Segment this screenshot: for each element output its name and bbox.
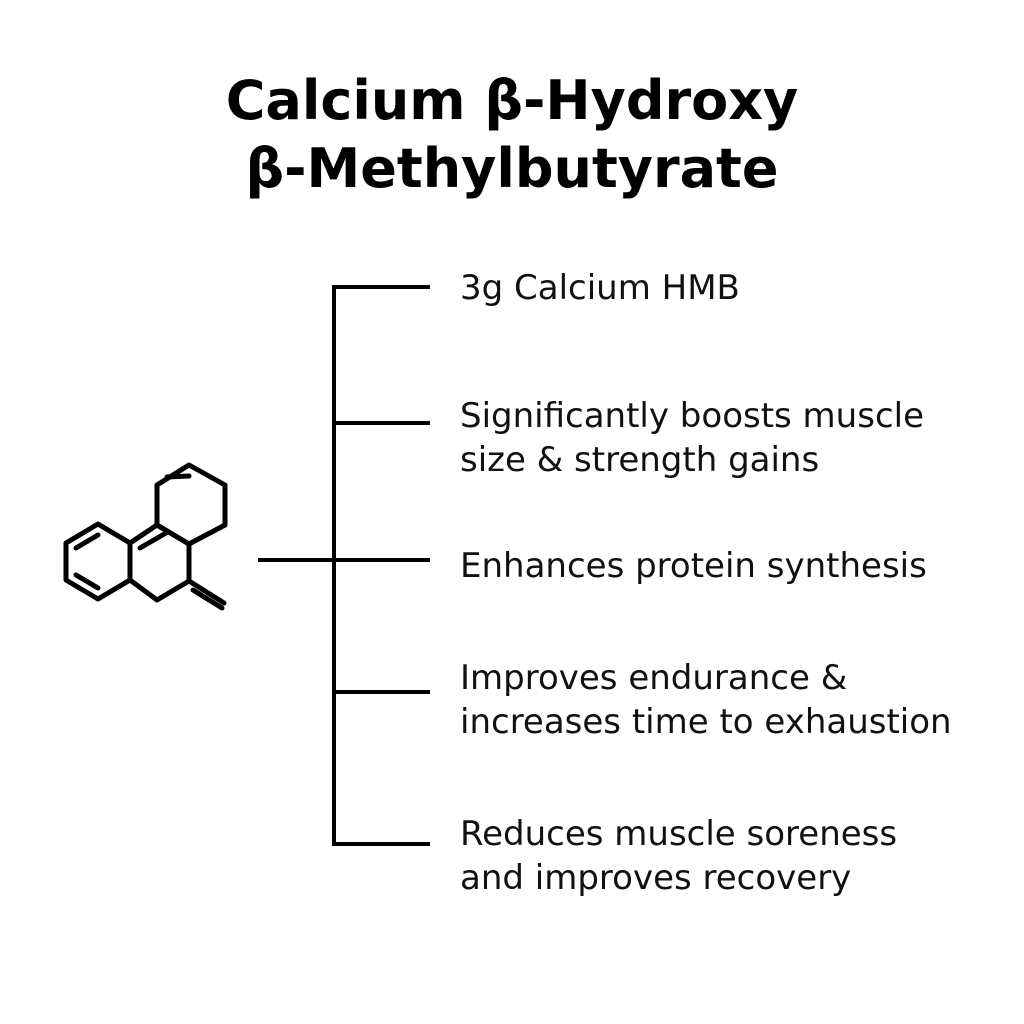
benefit-item-recovery: Reduces muscle soreness and improves rec… [460, 814, 898, 898]
title-line-1: Calcium β-Hydroxy [225, 69, 799, 132]
benefit-item-protein-synthesis: Enhances protein synthesis [460, 546, 927, 586]
title-line-2: β-Methylbutyrate [245, 137, 779, 200]
connector-lines [258, 285, 430, 846]
benefit-item-muscle-size: Significantly boosts muscle size & stren… [460, 396, 924, 480]
benefit-item-dosage: 3g Calcium HMB [460, 268, 740, 308]
benefit-item-endurance: Improves endurance & increases time to e… [460, 658, 952, 742]
chemical-structure-icon [63, 462, 228, 611]
